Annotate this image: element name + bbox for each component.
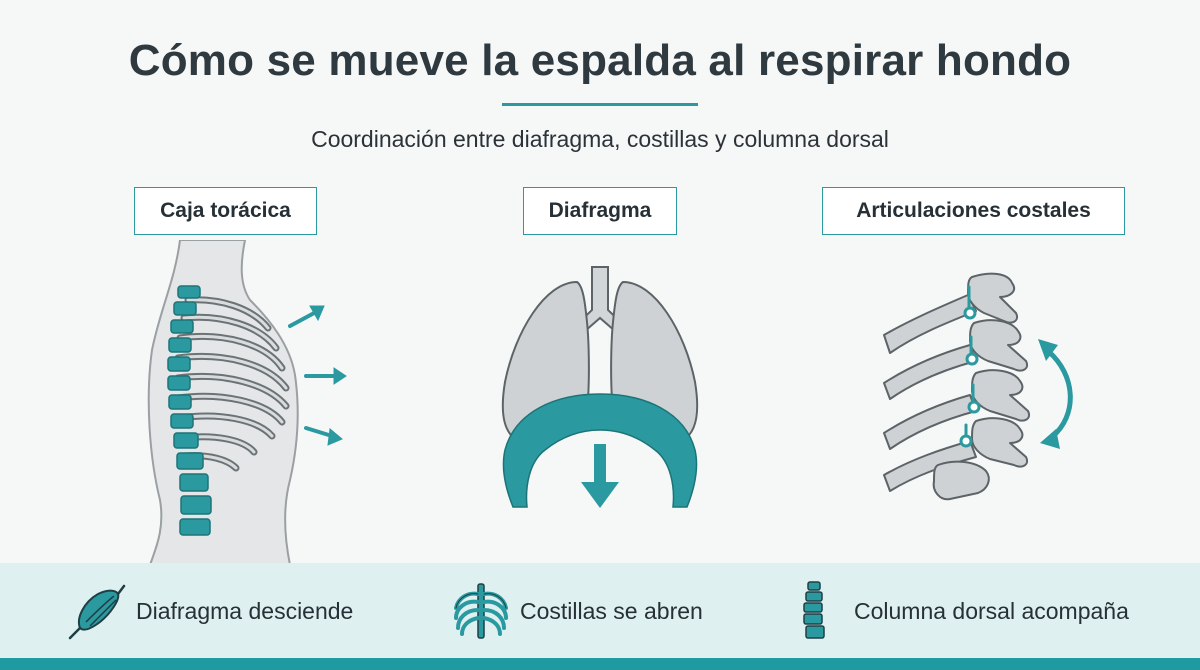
panel-label-articulaciones-costales: Articulaciones costales	[822, 187, 1125, 235]
legend-text-diafragma: Diafragma desciende	[136, 597, 354, 624]
panel-label-diafragma: Diafragma	[523, 187, 677, 235]
vertebrae-side	[932, 272, 1030, 501]
muscle-icon	[68, 584, 126, 640]
ribcage-illustration	[147, 240, 347, 565]
diaphragm-illustration	[501, 266, 699, 508]
spine-vertebrae	[167, 285, 212, 536]
legend-item-costillas: Costillas se abren	[450, 580, 703, 642]
legend-item-columna: Columna dorsal acompaña	[784, 580, 1129, 642]
spine-icon	[803, 581, 825, 639]
panel-label-caja-toracica: Caja torácica	[134, 187, 317, 235]
costal-joints-illustration	[883, 272, 1073, 501]
legend-item-diafragma: Diafragma desciende	[66, 580, 353, 642]
joint-markers	[959, 285, 981, 448]
expansion-arrows	[288, 305, 347, 446]
ribs-side	[883, 294, 977, 492]
footer-accent-strip	[0, 658, 1200, 670]
legend-text-columna: Columna dorsal acompaña	[854, 597, 1129, 624]
ribs-inner	[176, 298, 288, 470]
ribcage-icon	[454, 583, 508, 639]
diaphragm-dome	[502, 393, 698, 508]
legend-band	[0, 563, 1200, 658]
rotation-arrow-icon	[1038, 339, 1073, 449]
page-title: Cómo se mueve la espalda al respirar hon…	[128, 36, 1072, 85]
page-subtitle: Coordinación entre diafragma, costillas …	[311, 126, 889, 152]
legend-text-costillas: Costillas se abren	[520, 597, 703, 624]
title-divider	[502, 103, 698, 106]
down-arrow-icon	[581, 444, 619, 508]
